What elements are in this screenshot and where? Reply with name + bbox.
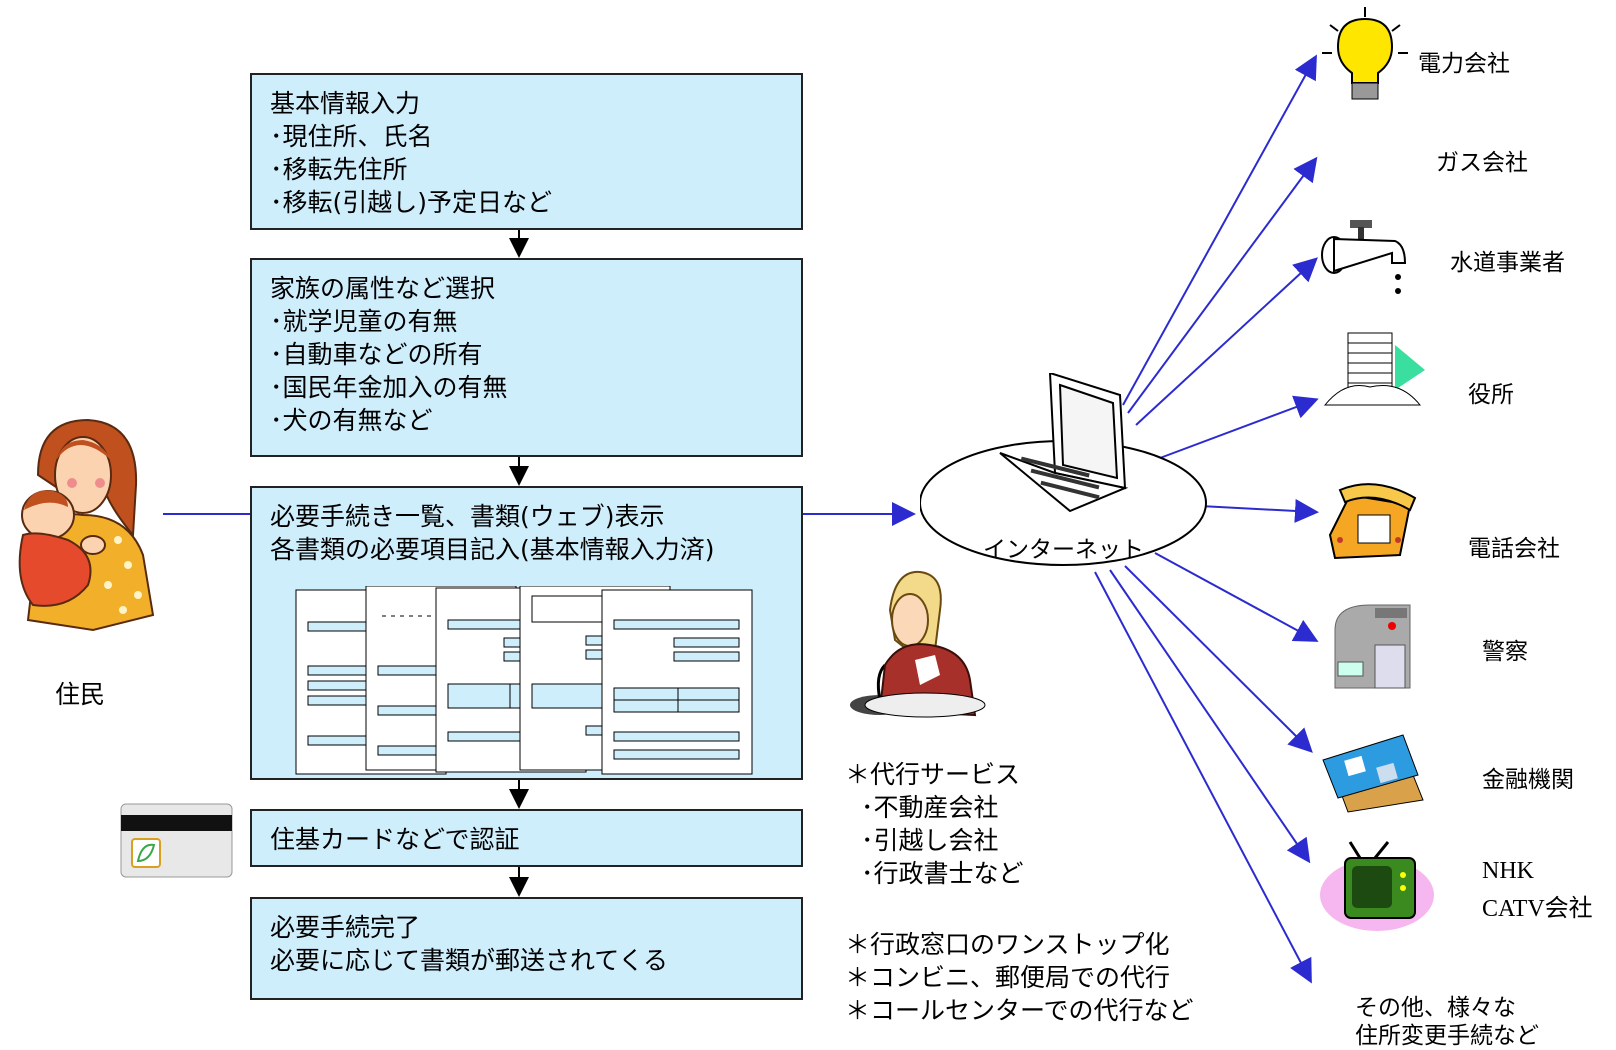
agent-service-notes: ＊代行サービス ･不動産会社 ･引越し会社 ･行政書士など — [845, 758, 1024, 890]
agent-service-item: ･引越し会社 — [861, 826, 999, 855]
step-basic-info: 基本情報入力 ･現住所、氏名 ･移転先住所 ･移転(引越し)予定日など — [250, 73, 803, 230]
link-phone — [1199, 498, 1319, 523]
step-family-item: ･自動車などの所有 — [270, 340, 483, 369]
destination-nhk: NHK — [1482, 858, 1534, 884]
destination-water: 水道事業者 — [1450, 250, 1565, 276]
step-family-title: 家族の属性など選択 — [270, 274, 496, 303]
destination-other-detail: 住所変更手続など — [1355, 1023, 1539, 1049]
step-basic-info-title: 基本情報入力 — [270, 89, 421, 118]
lightbulb-icon — [1322, 7, 1408, 100]
step-family-item: ･犬の有無など — [270, 406, 433, 435]
link-other — [1094, 571, 1312, 984]
link-gas — [1127, 156, 1318, 414]
destination-other: その他、様々な — [1355, 995, 1516, 1021]
other-service-item: ＊行政窓口のワンストップ化 — [845, 930, 1170, 959]
other-service-notes: ＊行政窓口のワンストップ化 ＊コンビニ、郵便局での代行 ＊コールセンターでの代行… — [845, 928, 1194, 1027]
faucet-icon — [1321, 220, 1407, 294]
destination-phone: 電話会社 — [1468, 536, 1560, 562]
destination-police: 警察 — [1482, 639, 1528, 665]
building-icon — [1323, 332, 1425, 406]
agent-service-item: ･不動産会社 — [861, 793, 999, 822]
resident-card-icon — [120, 803, 233, 878]
destination-city-office: 役所 — [1468, 382, 1514, 408]
step-procedure-list: 必要手続き一覧、書類(ウェブ)表示 各書類の必要項目記入(基本情報入力済) — [250, 486, 803, 780]
destination-power: 電力会社 — [1418, 51, 1510, 77]
resident-label: 住民 — [55, 680, 106, 709]
step-authentication: 住基カードなどで認証 — [250, 809, 803, 867]
operator-woman-icon — [850, 570, 986, 718]
link-power — [1122, 54, 1317, 406]
agent-service-heading: ＊代行サービス — [845, 760, 1021, 789]
destination-gas: ガス会社 — [1436, 150, 1528, 176]
link-police — [1154, 552, 1319, 642]
step-family-item: ･国民年金加入の有無 — [270, 373, 508, 402]
mother-and-baby-icon — [18, 418, 155, 632]
form-documents-illustration — [295, 586, 753, 775]
step-completion-title: 必要手続完了 — [270, 913, 421, 942]
internet-label: インターネット — [983, 537, 1144, 563]
form-document — [601, 589, 753, 775]
step-family-attributes: 家族の属性など選択 ･就学児童の有無 ･自動車などの所有 ･国民年金加入の有無 … — [250, 258, 803, 457]
link-bank — [1124, 565, 1313, 753]
link-tv — [1109, 569, 1311, 864]
other-service-item: ＊コンビニ、郵便局での代行 — [845, 963, 1171, 992]
destination-bank: 金融機関 — [1482, 767, 1574, 793]
other-service-item: ＊コールセンターでの代行など — [845, 996, 1194, 1025]
step-procedure-title: 必要手続き一覧、書類(ウェブ)表示 — [270, 502, 665, 531]
step-completion: 必要手続完了 必要に応じて書類が郵送されてくる — [250, 897, 803, 1000]
step-authentication-label: 住基カードなどで認証 — [270, 825, 520, 854]
telephone-icon — [1328, 483, 1417, 560]
step-basic-info-item: ･移転(引越し)予定日など — [270, 188, 553, 217]
bank-card-icon — [1322, 734, 1424, 813]
step-completion-detail: 必要に応じて書類が郵送されてくる — [270, 946, 669, 975]
step-procedure-subtitle: 各書類の必要項目記入(基本情報入力済) — [270, 535, 715, 564]
laptop-icon — [999, 373, 1129, 513]
police-box-icon — [1334, 604, 1411, 689]
step-basic-info-item: ･移転先住所 — [270, 155, 408, 184]
link-city-office — [1159, 395, 1319, 459]
step-family-item: ･就学児童の有無 — [270, 307, 458, 336]
internet-cloud — [920, 373, 1207, 566]
television-icon — [1320, 841, 1434, 931]
destination-catv: CATV会社 — [1482, 896, 1593, 922]
agent-service-item: ･行政書士など — [861, 859, 1024, 888]
step-basic-info-item: ･現住所、氏名 — [270, 122, 433, 151]
link-water — [1135, 257, 1318, 426]
